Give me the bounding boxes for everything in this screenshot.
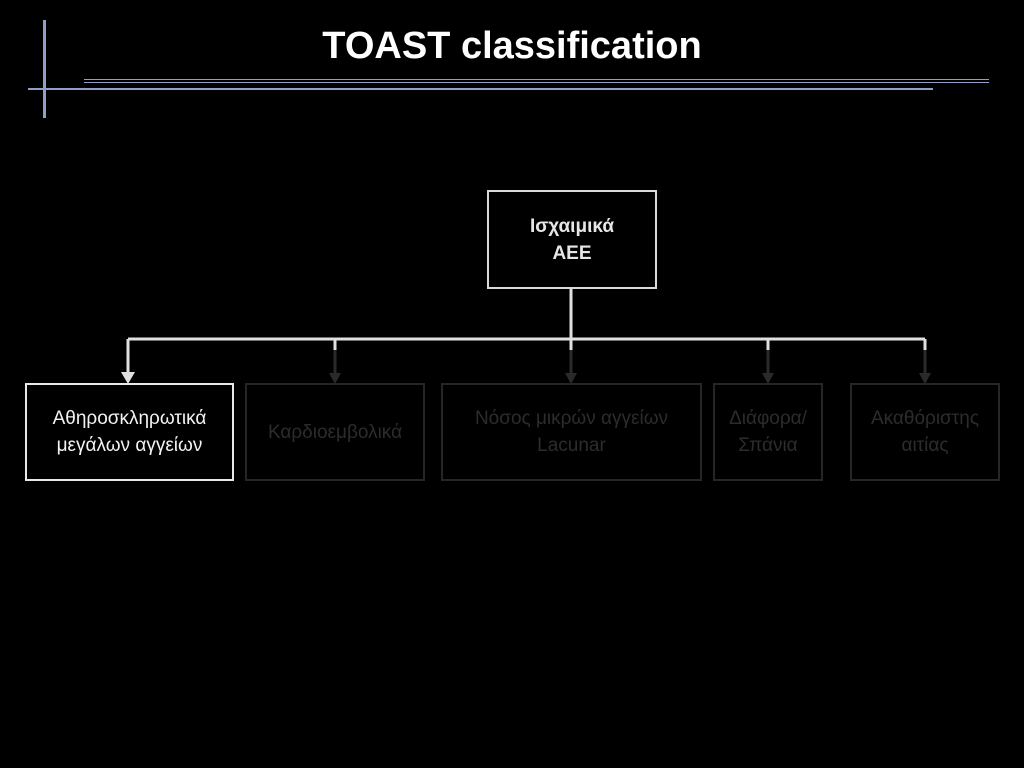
connector-arrow-2	[329, 373, 341, 384]
child-node-small-vessel: Νόσος μικρών αγγείων Lacunar	[441, 383, 702, 481]
connector-arrow-5	[919, 373, 931, 384]
slide-title: TOAST classification	[322, 25, 702, 67]
title-rule-horizontal	[28, 88, 933, 90]
title-rule-vertical	[43, 20, 46, 118]
child-node-label: Νόσος μικρών αγγείων Lacunar	[474, 408, 669, 456]
child-node-label: Αθηροσκληρωτικά μεγάλων αγγείων	[52, 408, 207, 456]
connector-arrow-1	[121, 372, 135, 384]
child-node-atherosclerotic: Αθηροσκληρωτικά μεγάλων αγγείων	[25, 383, 234, 481]
title-rule-horizontal-top	[84, 79, 989, 83]
child-node-label: Καρδιοεμβολικά	[267, 421, 403, 443]
root-node-label: Ισχαιμικά ΑΕΕ	[529, 215, 615, 264]
child-node-undetermined: Ακαθόριστης αιτίας	[850, 383, 1000, 481]
child-node-label: Ακαθόριστης αιτίας	[870, 408, 980, 456]
root-node: Ισχαιμικά ΑΕΕ	[487, 190, 657, 289]
child-node-cardioembolic: Καρδιοεμβολικά	[245, 383, 425, 481]
child-node-other: Διάφορα/ Σπάνια	[713, 383, 823, 481]
child-node-label: Διάφορα/ Σπάνια	[729, 408, 807, 456]
connector-arrow-4	[762, 373, 774, 384]
connector-arrow-3	[565, 373, 577, 384]
